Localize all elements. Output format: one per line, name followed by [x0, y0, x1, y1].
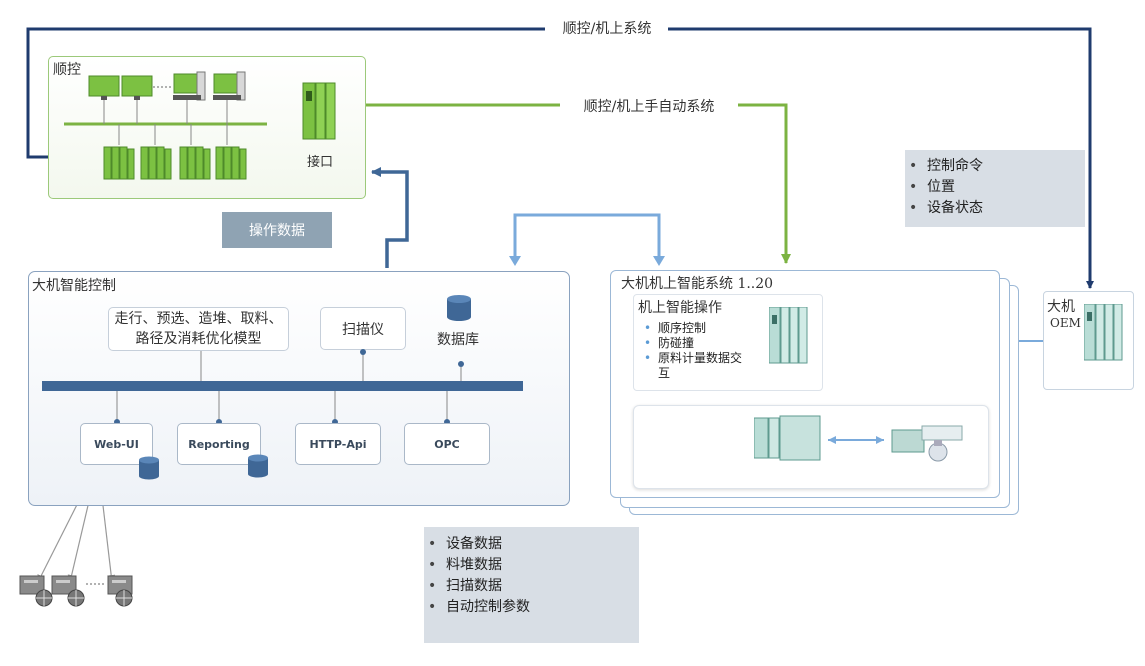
client-pc-icon	[51, 575, 85, 607]
plc-icon	[140, 146, 172, 180]
reporting-module: Reporting	[177, 423, 261, 465]
smart-control-panel: 大机智能控制 走行、预选、造堆、取料、路径及消耗优化模型 扫描仪 数据库 Web…	[28, 271, 570, 506]
drive-cabinet-icon	[754, 415, 821, 461]
oem-label: OEM	[1050, 316, 1081, 330]
workstation-icon	[88, 75, 153, 100]
optimization-model-box: 走行、预选、造堆、取料、路径及消耗优化模型	[108, 307, 289, 351]
interface-label: 接口	[307, 155, 334, 170]
sequence-control-title: 顺控	[53, 62, 81, 78]
info-item: 控制命令	[905, 156, 1085, 177]
scanner-box: 扫描仪	[320, 307, 406, 350]
onboard-hardware-box	[633, 405, 989, 489]
plc-icon	[215, 146, 247, 180]
top-system-label: 顺控/机上系统	[548, 18, 666, 38]
onboard-system-title: 大机机上智能系统 1..20	[621, 276, 774, 292]
plc-icon	[179, 146, 211, 180]
database-label: 数据库	[437, 332, 479, 348]
sequence-control-network	[64, 71, 336, 180]
auto-system-arrow	[349, 100, 791, 264]
command-info-panel: 控制命令 位置 设备状态	[905, 150, 1085, 227]
onboard-system-panel: 大机机上智能系统 1..20 机上智能操作 顺序控制 防碰撞 原料计量数据交互	[610, 270, 1000, 498]
pc-icon	[213, 71, 246, 101]
client-terminals	[19, 575, 133, 607]
auto-system-label: 顺控/机上手自动系统	[563, 96, 735, 116]
http-api-module: HTTP-Api	[295, 423, 381, 465]
oem-panel: 大机 OEM	[1043, 291, 1134, 390]
onboard-controller-icon	[769, 307, 808, 364]
info-item: 设备状态	[905, 198, 1085, 219]
drive-link-diagram	[754, 415, 963, 462]
sequence-control-panel: 顺控	[48, 56, 366, 199]
oem-controller-icon	[1084, 304, 1123, 361]
data-info-panel: 设备数据 料堆数据 扫描数据 自动控制参数	[424, 527, 639, 643]
info-item: 扫描数据	[424, 576, 639, 597]
op-data-badge: 操作数据	[222, 212, 332, 248]
client-pc-icon	[19, 575, 53, 607]
opc-module: OPC	[404, 423, 490, 465]
oem-title: 大机	[1047, 299, 1075, 315]
info-item: 设备数据	[424, 534, 639, 555]
control-onboard-link	[509, 213, 665, 266]
ops-item: 顺序控制	[642, 321, 742, 336]
module-db-icons	[139, 454, 268, 480]
pc-icon	[173, 71, 206, 101]
control-bus-diagram	[42, 295, 523, 425]
op-data-arrow	[371, 167, 409, 268]
interface-controller-icon	[302, 82, 336, 140]
smart-control-title: 大机智能控制	[32, 278, 116, 294]
ops-item: 原料计量数据交互	[642, 351, 742, 381]
info-item: 位置	[905, 177, 1085, 198]
camera-device-icon	[891, 425, 963, 462]
client-pc-icon	[107, 575, 133, 607]
database-icon	[447, 295, 471, 321]
ops-item: 防碰撞	[642, 336, 742, 351]
plc-icon	[103, 146, 135, 180]
onboard-ops-box: 机上智能操作 顺序控制 防碰撞 原料计量数据交互	[633, 294, 823, 391]
database-icon	[248, 454, 268, 478]
info-item: 料堆数据	[424, 555, 639, 576]
onboard-ops-title: 机上智能操作	[638, 300, 722, 316]
info-item: 自动控制参数	[424, 597, 639, 618]
database-icon	[139, 456, 159, 480]
